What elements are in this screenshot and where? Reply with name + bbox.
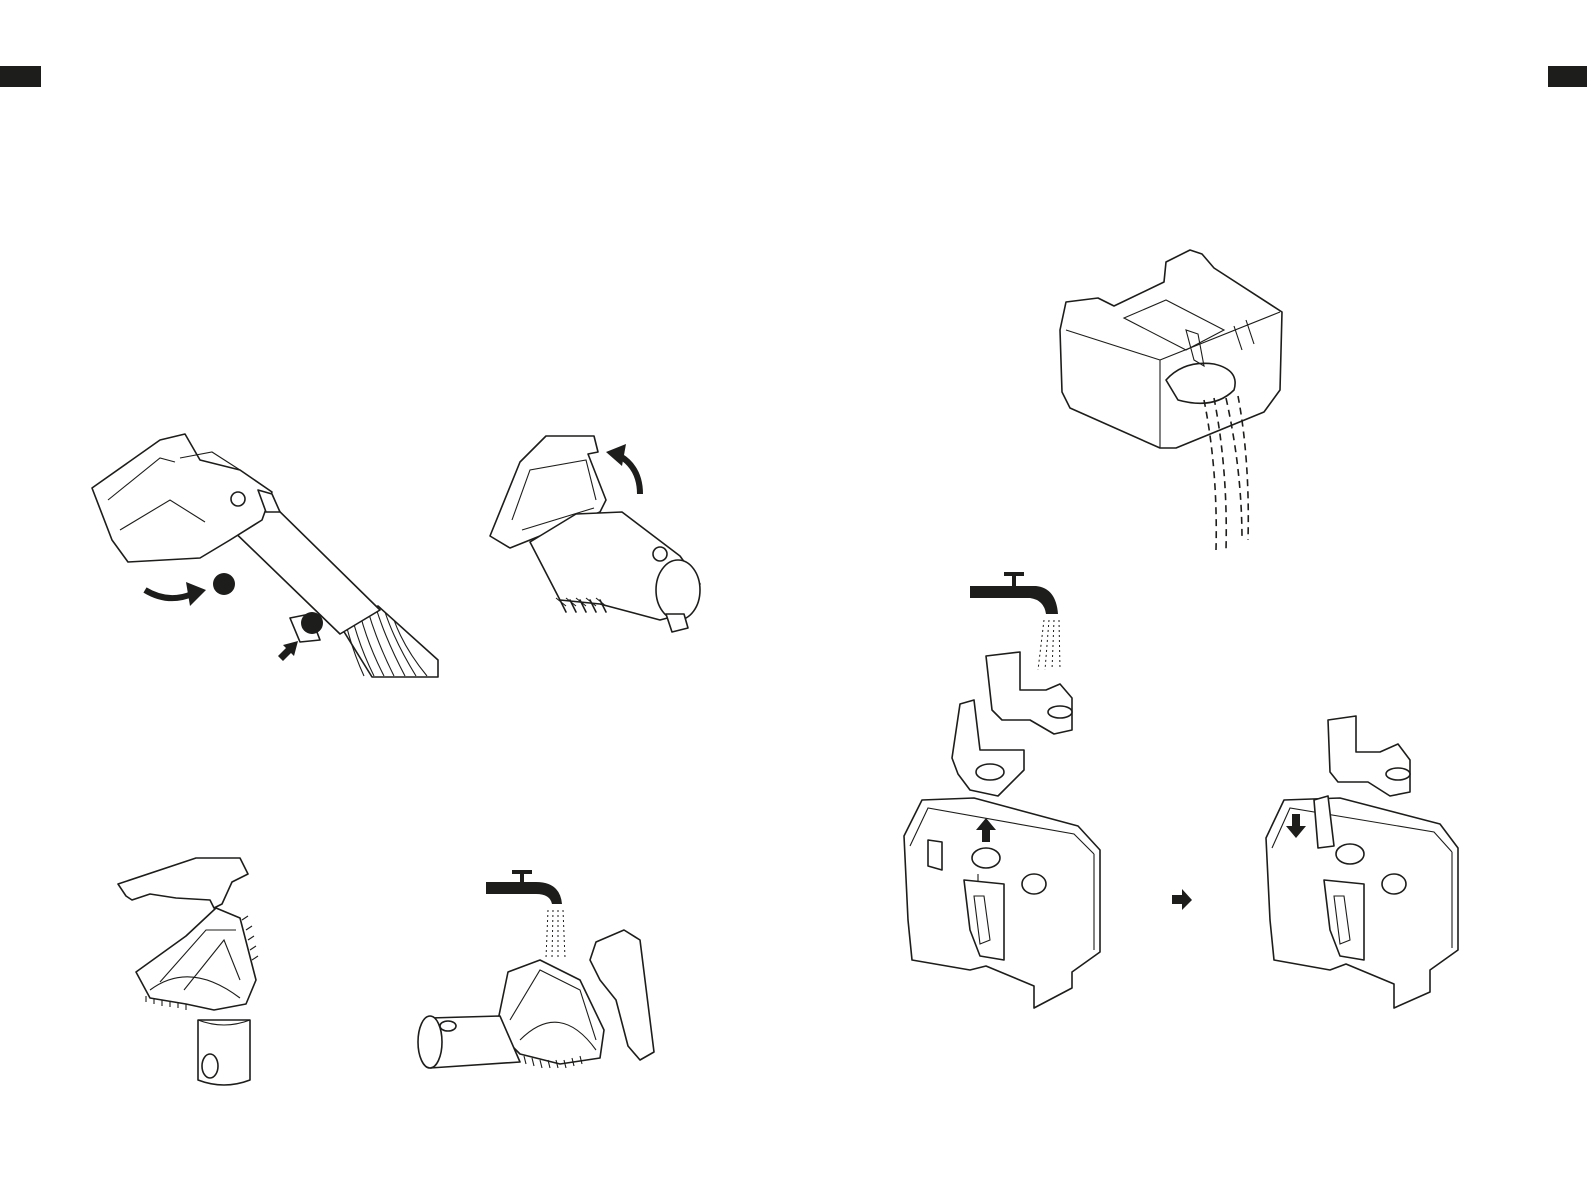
figure-tank-reassemble: [1266, 716, 1458, 1008]
figure-tank-parts-rinse: [904, 572, 1100, 1008]
brush-head: [136, 908, 256, 1010]
brush-cover: [118, 858, 248, 908]
figure-attachment-open-cover: [490, 436, 700, 632]
push-arrow-icon: [278, 641, 298, 661]
water-drops-icon: [546, 910, 565, 958]
left-page: [0, 0, 793, 1191]
lift-arrow-icon: [620, 456, 640, 494]
figure-attachment-removal: [92, 434, 438, 677]
figure-tank-emptying: [1060, 250, 1282, 550]
rotate-arrow-icon: [145, 590, 192, 598]
water-drops-icon: [1038, 620, 1060, 670]
press-point-icon: [213, 573, 235, 595]
tap-icon: [970, 572, 1058, 614]
right-page: [794, 0, 1587, 1191]
right-page-illustrations: [794, 0, 1587, 1191]
tank-body: [1060, 250, 1282, 448]
figure-brush-assembly: [118, 858, 258, 1085]
step-arrow-icon: [1172, 889, 1192, 910]
tap-icon: [486, 870, 562, 904]
float-valve: [986, 652, 1072, 734]
press-point-icon: [301, 612, 323, 634]
float-valve: [1328, 716, 1410, 796]
left-page-illustrations: [0, 0, 793, 1191]
figure-brush-rinse: [418, 870, 654, 1068]
